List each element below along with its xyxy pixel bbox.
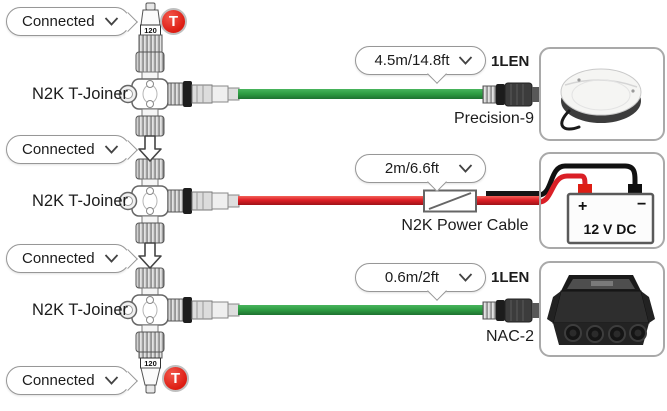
- length-dropdown-2[interactable]: 2m/6.6ft: [355, 154, 486, 192]
- nac2-device-image: [547, 275, 655, 345]
- terminator-resistance-label: 120: [144, 359, 157, 368]
- terminator-badge: T: [160, 8, 187, 35]
- chevron-down-icon: [458, 273, 473, 282]
- drop-cable-green-2: [238, 305, 484, 315]
- terminator-resistance-label: 120: [144, 26, 157, 35]
- bottom-terminator-icon: 120: [138, 351, 163, 394]
- length-dropdown-1[interactable]: 4.5m/14.8ft: [355, 46, 486, 84]
- battery-device-image: + − 12 V DC: [541, 163, 655, 245]
- status-label: Connected: [22, 250, 95, 267]
- cable-connector-icon: [482, 82, 542, 107]
- arrow-down-icon: [138, 242, 162, 269]
- t-joiner-icon: [118, 51, 240, 137]
- device-label-power-cable: N2K Power Cable: [401, 217, 529, 234]
- len-tag-1: 1LEN: [491, 53, 530, 70]
- precision9-device-image: [560, 68, 642, 131]
- t-joiner-icon: [118, 267, 240, 353]
- length-dropdown-3[interactable]: 0.6m/2ft: [355, 263, 486, 301]
- length-label: 0.6m/2ft: [384, 269, 440, 286]
- joiner-label-3: N2K T-Joiner: [32, 301, 128, 319]
- drop-cable-green-1: [238, 89, 484, 99]
- t-joiner-icon: [118, 158, 240, 244]
- device-card-nac2[interactable]: [539, 261, 665, 357]
- joiner-label-2: N2K T-Joiner: [32, 192, 128, 210]
- status-label: Connected: [22, 372, 95, 389]
- device-card-precision9[interactable]: [539, 47, 665, 141]
- device-label-precision9: Precision-9: [453, 110, 534, 127]
- length-label: 4.5m/14.8ft: [374, 52, 450, 69]
- top-terminator-icon: 120: [138, 2, 163, 53]
- chevron-down-icon: [458, 56, 473, 65]
- battery-voltage-label: 12 V DC: [584, 221, 637, 237]
- status-label: Connected: [22, 141, 95, 158]
- cable-connector-icon: [482, 298, 542, 323]
- arrow-down-icon: [138, 135, 162, 162]
- status-dropdown-1[interactable]: Connected: [6, 7, 138, 36]
- power-cable-red: [238, 191, 540, 205]
- joiner-label-1: N2K T-Joiner: [32, 85, 128, 103]
- battery-plus-label: +: [578, 198, 587, 215]
- device-label-nac2: NAC-2: [485, 328, 534, 345]
- chevron-down-icon: [104, 254, 119, 263]
- chevron-down-icon: [104, 376, 119, 385]
- status-dropdown-2[interactable]: Connected: [6, 135, 138, 164]
- status-dropdown-4[interactable]: Connected: [6, 366, 138, 395]
- chevron-down-icon: [104, 145, 119, 154]
- fuse-icon: [423, 189, 477, 213]
- length-label: 2m/6.6ft: [384, 160, 440, 177]
- device-card-battery[interactable]: + − 12 V DC: [539, 152, 665, 249]
- chevron-down-icon: [458, 164, 473, 173]
- len-tag-2: 1LEN: [491, 269, 530, 286]
- chevron-down-icon: [104, 17, 119, 26]
- terminator-badge: T: [162, 365, 189, 392]
- battery-minus-label: −: [637, 196, 646, 213]
- status-dropdown-3[interactable]: Connected: [6, 244, 138, 273]
- status-label: Connected: [22, 13, 95, 30]
